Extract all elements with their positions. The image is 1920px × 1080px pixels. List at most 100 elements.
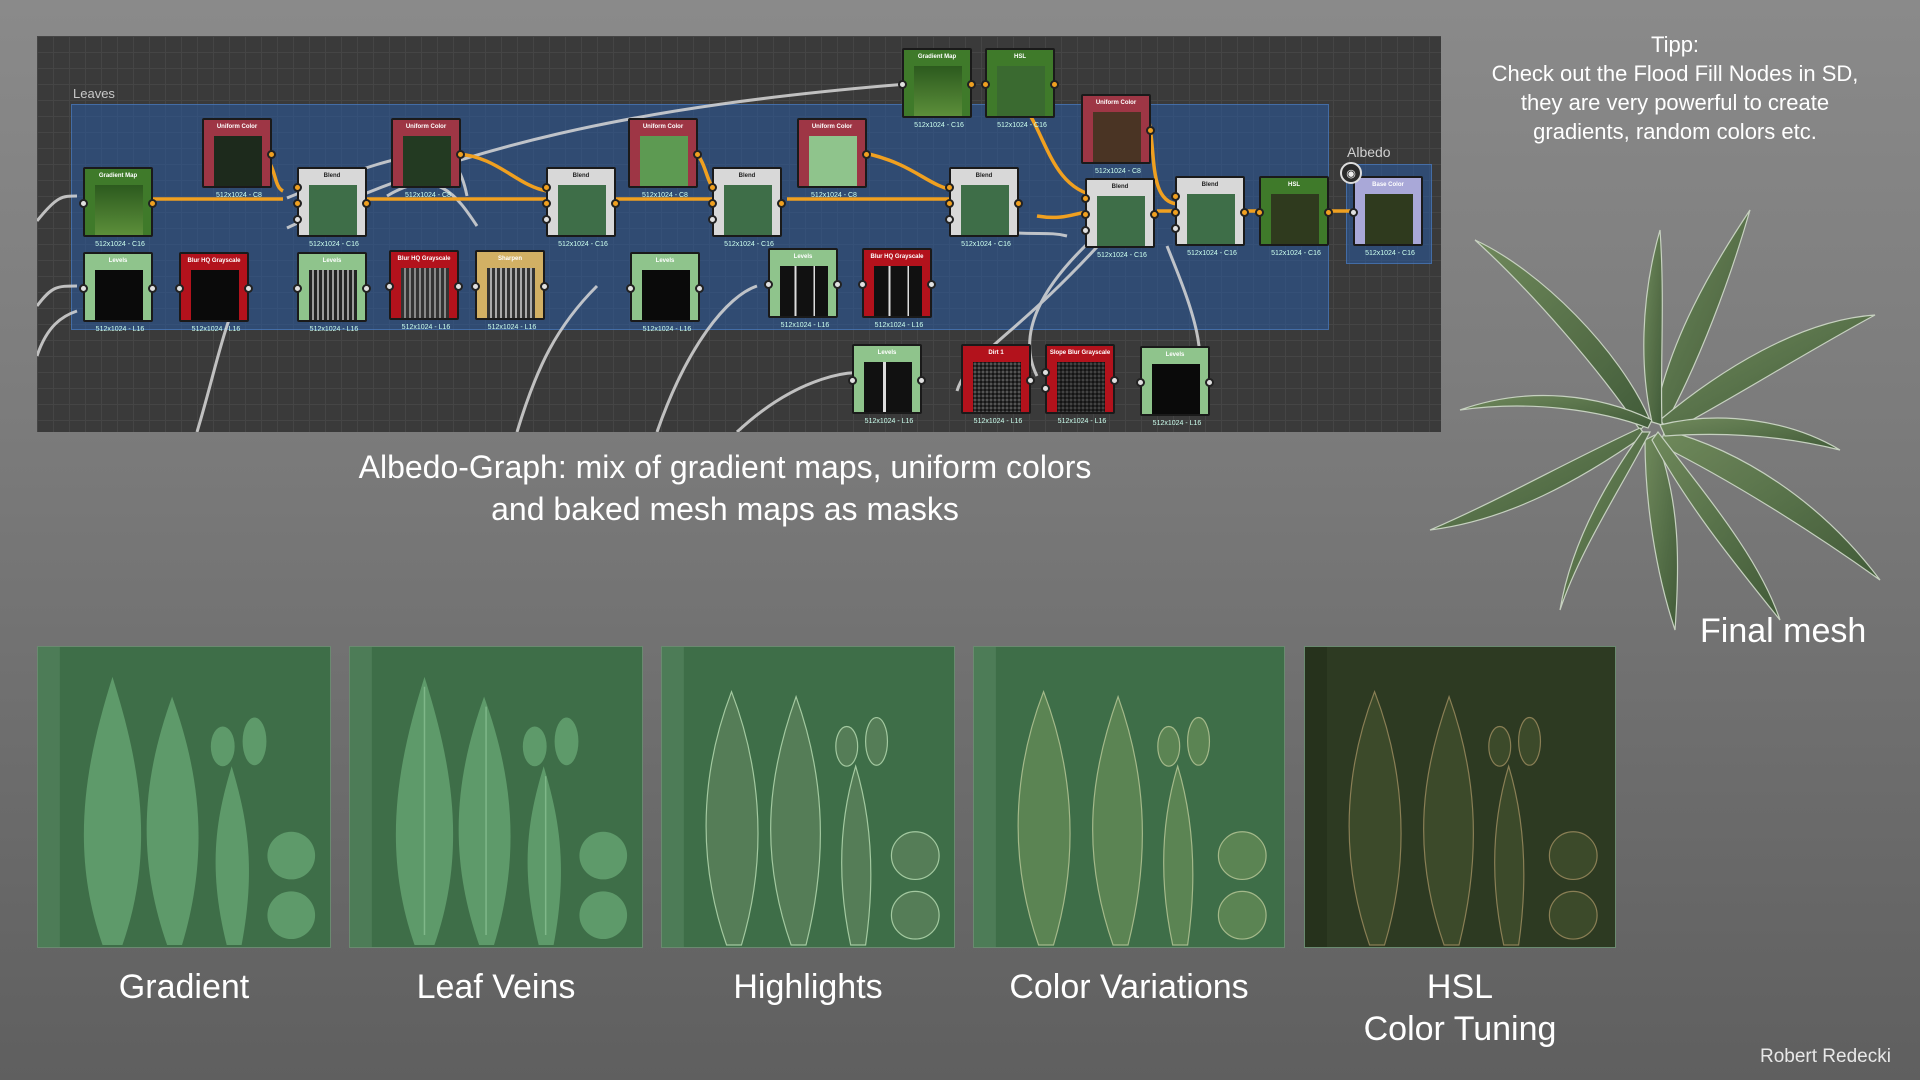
input-port[interactable]: [293, 183, 302, 192]
input-port[interactable]: [293, 199, 302, 208]
input-port[interactable]: [385, 282, 394, 291]
input-port[interactable]: [764, 280, 773, 289]
output-port[interactable]: [362, 199, 371, 208]
input-port[interactable]: [1081, 194, 1090, 203]
output-port[interactable]: [1014, 199, 1023, 208]
node-levels-3[interactable]: Levels 512x1024 - L16: [626, 252, 704, 333]
node-slope-blur-grayscale[interactable]: Slope Blur Grayscale 512x1024 - L16: [1041, 344, 1119, 425]
output-port[interactable]: [148, 284, 157, 293]
node-uniform-color-2[interactable]: Uniform Color 512x1024 - C8: [391, 118, 465, 199]
node-base-color-output[interactable]: Base Color 512x1024 - C16: [1349, 176, 1423, 257]
input-port[interactable]: [1081, 210, 1090, 219]
output-port[interactable]: [833, 280, 842, 289]
input-port[interactable]: [1041, 384, 1050, 393]
node-uniform-color-1[interactable]: Uniform Color 512x1024 - C8: [202, 118, 276, 199]
input-port[interactable]: [848, 376, 857, 385]
node-blend-3[interactable]: Blend 512x1024 - C16: [708, 167, 786, 248]
input-port[interactable]: [858, 280, 867, 289]
output-port[interactable]: [611, 199, 620, 208]
albedo-frame-label: Albedo: [1347, 144, 1391, 160]
leaf-veins-texture: [350, 647, 628, 947]
texture-panel-highlights: [661, 646, 955, 948]
node-blend-4[interactable]: Blend 512x1024 - C16: [945, 167, 1023, 248]
color-variations-texture: [974, 647, 1267, 947]
output-port[interactable]: [1026, 376, 1035, 385]
output-port[interactable]: [695, 284, 704, 293]
input-port[interactable]: [1255, 208, 1264, 217]
output-port[interactable]: [244, 284, 253, 293]
input-port[interactable]: [945, 183, 954, 192]
input-port[interactable]: [293, 215, 302, 224]
graph-caption: Albedo-Graph: mix of gradient maps, unif…: [358, 449, 1092, 527]
node-uniform-color-5[interactable]: Uniform Color 512x1024 - C8: [1081, 94, 1155, 175]
input-port[interactable]: [542, 183, 551, 192]
output-port[interactable]: [1205, 378, 1214, 387]
node-hsl-2[interactable]: HSL 512x1024 - C16: [1255, 176, 1333, 257]
input-port[interactable]: [79, 284, 88, 293]
node-graph-view[interactable]: Leaves Albedo: [37, 36, 1441, 432]
output-port[interactable]: [267, 150, 276, 159]
node-blend-2[interactable]: Blend 512x1024 - C16: [542, 167, 620, 248]
output-port[interactable]: [148, 199, 157, 208]
input-port[interactable]: [293, 284, 302, 293]
input-port[interactable]: [471, 282, 480, 291]
panel-label-gradient: Gradient: [118, 968, 250, 1006]
input-port[interactable]: [945, 199, 954, 208]
output-port[interactable]: [862, 150, 871, 159]
input-port[interactable]: [1041, 368, 1050, 377]
input-port[interactable]: [1081, 226, 1090, 235]
output-port[interactable]: [967, 80, 976, 89]
author-credit: Robert Redecki: [1760, 1046, 1891, 1067]
output-port[interactable]: [693, 150, 702, 159]
node-levels-2[interactable]: Levels 512x1024 - L16: [293, 252, 371, 333]
final-mesh-render: [1429, 209, 1881, 631]
node-levels-6[interactable]: Levels 512x1024 - L16: [1136, 346, 1214, 427]
input-port[interactable]: [542, 199, 551, 208]
output-port[interactable]: [1150, 210, 1159, 219]
input-port[interactable]: [981, 80, 990, 89]
input-port[interactable]: [1171, 208, 1180, 217]
input-port[interactable]: [626, 284, 635, 293]
node-blend-1[interactable]: Blend 512x1024 - C16: [293, 167, 371, 248]
input-port[interactable]: [708, 183, 717, 192]
node-blend-5[interactable]: Blend 512x1024 - C16: [1081, 178, 1159, 259]
node-uniform-color-4[interactable]: Uniform Color 512x1024 - C8: [797, 118, 871, 199]
input-port[interactable]: [945, 215, 954, 224]
node-dirt-1[interactable]: Dirt 1 512x1024 - L16: [961, 344, 1035, 425]
node-hsl-1[interactable]: HSL 512x1024 - C16: [981, 48, 1059, 129]
node-levels-1[interactable]: Levels 512x1024 - L16: [79, 252, 157, 333]
output-port[interactable]: [454, 282, 463, 291]
output-port[interactable]: [917, 376, 926, 385]
hsl-texture: [1305, 647, 1598, 947]
input-port[interactable]: [542, 215, 551, 224]
output-port[interactable]: [1240, 208, 1249, 217]
output-port[interactable]: [777, 199, 786, 208]
input-port[interactable]: [79, 199, 88, 208]
input-port[interactable]: [898, 80, 907, 89]
node-gradient-map-2[interactable]: Gradient Map 512x1024 - C16: [898, 48, 976, 129]
node-uniform-color-3[interactable]: Uniform Color 512x1024 - C8: [628, 118, 702, 199]
output-port[interactable]: [927, 280, 936, 289]
input-port[interactable]: [1171, 224, 1180, 233]
node-levels-4[interactable]: Levels 512x1024 - L16: [764, 248, 842, 329]
input-port[interactable]: [708, 199, 717, 208]
output-port[interactable]: [362, 284, 371, 293]
input-port[interactable]: [708, 215, 717, 224]
output-port[interactable]: [540, 282, 549, 291]
output-port[interactable]: [456, 150, 465, 159]
node-blur-hq-grayscale-2[interactable]: Blur HQ Grayscale 512x1024 - L16: [385, 250, 463, 331]
input-port[interactable]: [175, 284, 184, 293]
input-port[interactable]: [1349, 208, 1358, 217]
node-sharpen[interactable]: Sharpen 512x1024 - L16: [471, 250, 549, 331]
node-blur-hq-grayscale-3[interactable]: Blur HQ Grayscale 512x1024 - L16: [858, 248, 936, 329]
node-levels-5[interactable]: Levels 512x1024 - L16: [848, 344, 926, 425]
output-port[interactable]: [1146, 126, 1155, 135]
node-blur-hq-grayscale-1[interactable]: Blur HQ Grayscale 512x1024 - L16: [175, 252, 253, 333]
node-blend-6[interactable]: Blend 512x1024 - C16: [1171, 176, 1249, 257]
output-port[interactable]: [1110, 376, 1119, 385]
output-port[interactable]: [1324, 208, 1333, 217]
input-port[interactable]: [1136, 378, 1145, 387]
input-port[interactable]: [1171, 192, 1180, 201]
node-gradient-map-1[interactable]: Gradient Map 512x1024 - C16: [79, 167, 157, 248]
output-port[interactable]: [1050, 80, 1059, 89]
